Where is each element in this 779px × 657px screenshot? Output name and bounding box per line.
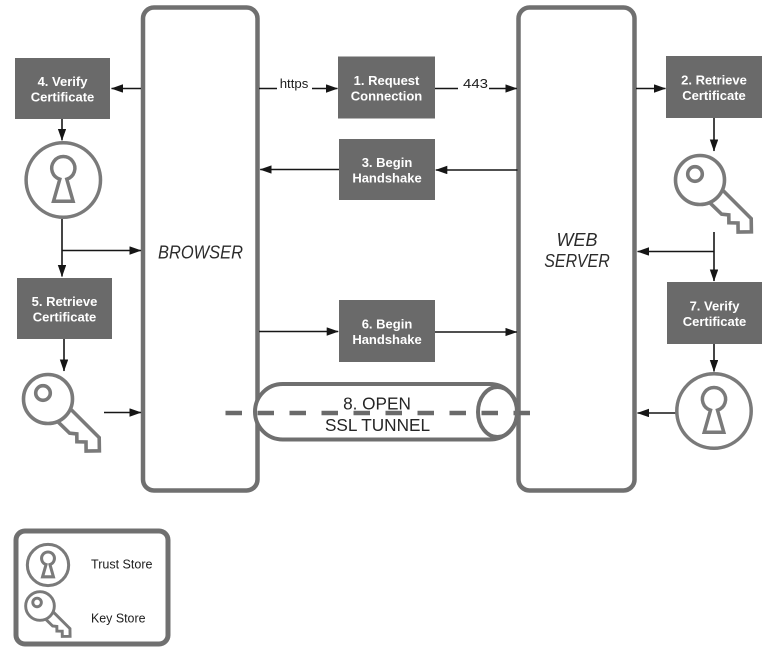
svg-text:Certificate: Certificate [33, 310, 97, 325]
svg-text:Certificate: Certificate [31, 90, 95, 105]
svg-text:443: 443 [463, 76, 488, 91]
svg-text:Certificate: Certificate [682, 88, 746, 103]
svg-text:Handshake: Handshake [352, 171, 421, 186]
svg-text:2. Retrieve: 2. Retrieve [681, 73, 747, 88]
svg-text:WEB: WEB [557, 229, 598, 250]
svg-text:6. Begin: 6. Begin [362, 317, 413, 332]
svg-text:Trust Store: Trust Store [91, 557, 153, 572]
svg-text:7. Verify: 7. Verify [690, 299, 741, 314]
svg-text:3. Begin: 3. Begin [362, 155, 413, 170]
svg-text:8. OPEN: 8. OPEN [343, 394, 411, 414]
svg-text:4. Verify: 4. Verify [38, 74, 89, 89]
svg-text:Connection: Connection [351, 89, 423, 104]
svg-text:Key Store: Key Store [91, 611, 146, 626]
svg-text:Handshake: Handshake [352, 332, 421, 347]
svg-text:SERVER: SERVER [544, 250, 610, 271]
svg-text:BROWSER: BROWSER [158, 242, 243, 263]
svg-text:5. Retrieve: 5. Retrieve [32, 294, 98, 309]
svg-text:SSL TUNNEL: SSL TUNNEL [325, 415, 430, 435]
svg-text:https: https [280, 76, 309, 91]
svg-text:1. Request: 1. Request [354, 73, 420, 88]
svg-text:Certificate: Certificate [683, 314, 747, 329]
